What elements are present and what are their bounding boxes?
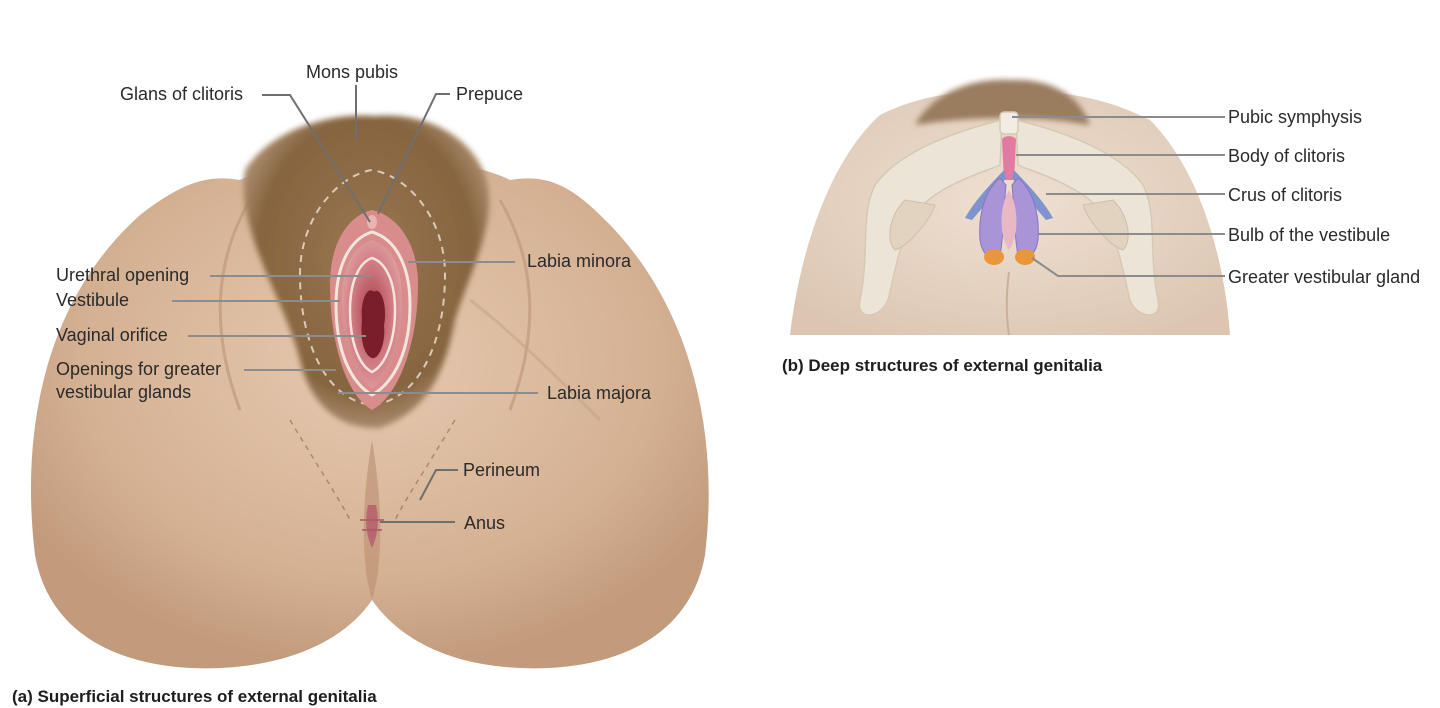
clitoris-body — [1002, 136, 1016, 180]
label-prepuce: Prepuce — [456, 84, 523, 104]
panel-a-labels: Mons pubis Glans of clitoris Prepuce Lab… — [12, 62, 652, 706]
panel-b-labels: Pubic symphysis Body of clitoris Crus of… — [782, 107, 1420, 375]
greater-vestibular-gland-left — [984, 249, 1004, 265]
caption-panel-b: (b) Deep structures of external genitali… — [782, 356, 1103, 375]
thigh-crease-right — [498, 199, 532, 411]
vaginal-orifice — [361, 290, 386, 359]
greater-vestibular-gland-right — [1015, 249, 1035, 265]
label-perineum: Perineum — [463, 460, 540, 480]
label-anus: Anus — [464, 513, 505, 533]
label-crus-of-clitoris: Crus of clitoris — [1228, 185, 1342, 205]
label-labia-minora: Labia minora — [527, 251, 632, 271]
panel-b-leaders — [1012, 116, 1225, 277]
obturator-foramen-left — [889, 199, 936, 251]
panel-b-illustration — [790, 79, 1230, 336]
caption-panel-a: (a) Superficial structures of external g… — [12, 687, 377, 706]
anus-folds — [360, 519, 384, 531]
label-openings-greater-vestibular-glands-line1: Openings for greater — [56, 359, 221, 379]
label-body-of-clitoris: Body of clitoris — [1228, 146, 1345, 166]
label-vaginal-orifice: Vaginal orifice — [56, 325, 168, 345]
label-glans-of-clitoris: Glans of clitoris — [120, 84, 243, 104]
panel-b-pubic-hair — [915, 79, 1090, 125]
label-pubic-symphysis: Pubic symphysis — [1228, 107, 1362, 127]
perineum-outline — [289, 419, 456, 521]
label-labia-majora: Labia majora — [547, 383, 652, 403]
obturator-foramen-right — [1082, 199, 1129, 251]
anus — [366, 505, 378, 548]
label-urethral-opening: Urethral opening — [56, 265, 189, 285]
label-bulb-of-vestibule: Bulb of the vestibule — [1228, 225, 1390, 245]
vestibule-deep — [1001, 190, 1017, 250]
panel-a-leaders — [172, 85, 538, 523]
label-vestibule: Vestibule — [56, 290, 129, 310]
thigh-crease-left — [218, 199, 252, 411]
label-mons-pubis: Mons pubis — [306, 62, 398, 82]
pubic-symphysis — [999, 111, 1019, 135]
vestibule-inner-outline — [348, 256, 397, 374]
label-openings-greater-vestibular-glands-line2: vestibular glands — [56, 382, 191, 402]
vestibule-outline — [334, 230, 412, 397]
outer-crease-right — [469, 298, 602, 422]
clitoris-glans — [367, 215, 377, 229]
panel-b-cleft — [1005, 271, 1010, 336]
label-greater-vestibular-gland: Greater vestibular gland — [1228, 267, 1420, 287]
pubic-ramus-left — [858, 119, 1003, 316]
